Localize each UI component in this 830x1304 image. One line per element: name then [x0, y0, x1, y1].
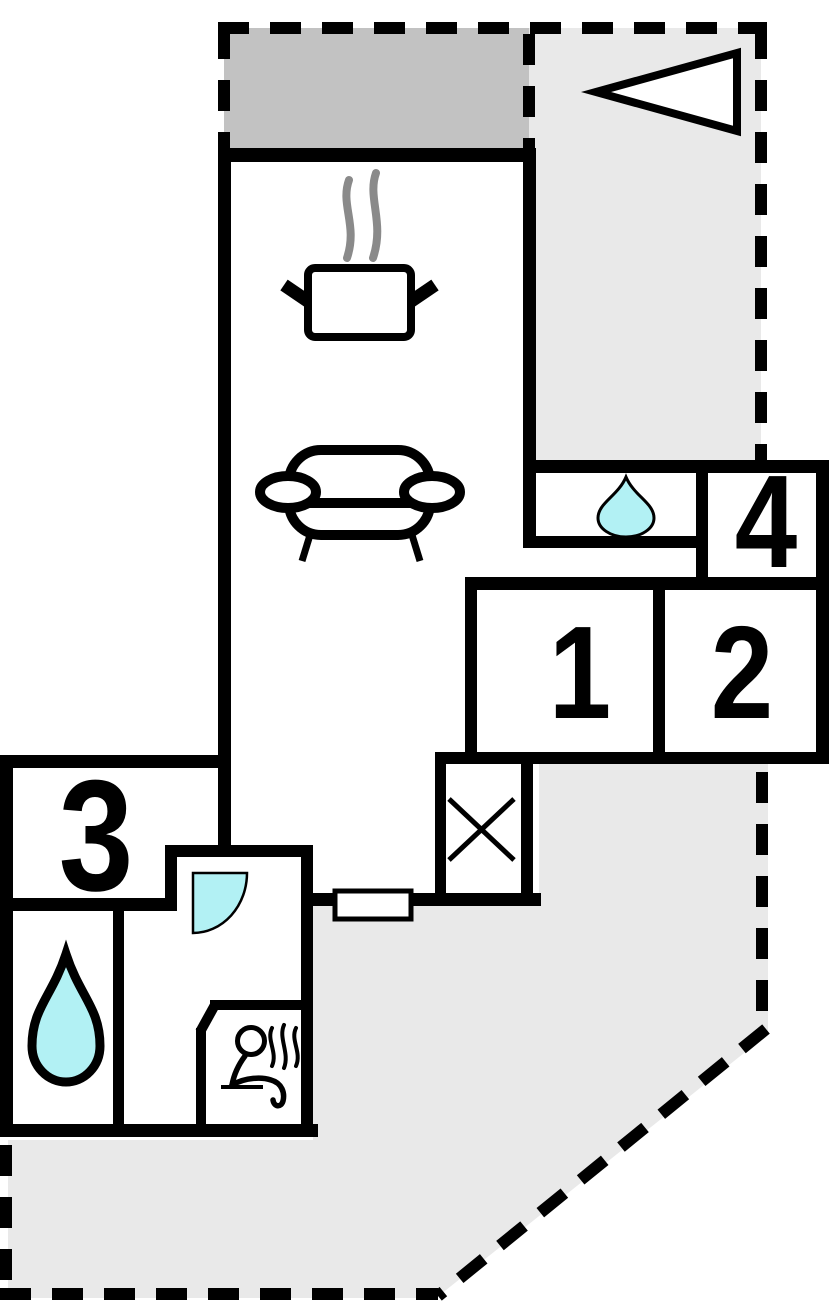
- water-drop-large-icon: [27, 939, 105, 1087]
- wall-hall-right: [301, 845, 313, 1137]
- shower-icon: [191, 871, 249, 935]
- wall-room1-room2-divider: [653, 577, 665, 764]
- lower-terrace-area: [8, 764, 768, 1298]
- room-4-label: 4: [735, 447, 797, 595]
- wall-top: [218, 148, 536, 162]
- wall-hall-left-step: [165, 845, 177, 911]
- wall-rooms-bottom: [435, 752, 829, 764]
- wall-room3-bottom: [0, 898, 177, 911]
- wall-bath-bottom: [523, 536, 708, 548]
- steaming-pot-icon: [280, 169, 439, 341]
- north-arrow-icon: [580, 47, 741, 137]
- room-1-label: 1: [549, 598, 611, 746]
- wall-outer-left: [0, 755, 13, 1137]
- wall-left-living: [218, 148, 231, 853]
- room-2-label: 2: [711, 598, 773, 746]
- wall-room4-left: [696, 460, 708, 590]
- wall-room1-left: [465, 577, 477, 764]
- wall-sauna-diagonal: [195, 1000, 221, 1035]
- wall-wardrobe-right: [521, 752, 533, 906]
- wall-sauna-left: [196, 1028, 206, 1137]
- room-3-label: 3: [59, 748, 134, 925]
- window-opening: [332, 888, 414, 922]
- wall-outer-bottom: [0, 1124, 318, 1137]
- wall-top-bath4: [523, 460, 829, 473]
- wall-wardrobe-left: [435, 752, 446, 906]
- terrace-border-diagonal: [434, 1024, 770, 1301]
- sofa-icon: [255, 445, 465, 563]
- wall-right-living: [523, 148, 536, 548]
- sauna-person-icon: [221, 1023, 300, 1109]
- covered-terrace-area: [224, 28, 529, 148]
- wall-rooms-top: [465, 577, 829, 590]
- wall-right-outer: [816, 460, 829, 764]
- wall-room3-top: [0, 755, 231, 768]
- wall-bath-hall-divider: [113, 898, 124, 1137]
- water-drop-small-icon: [596, 473, 656, 539]
- wall-hall-top: [165, 845, 313, 857]
- wardrobe-x-icon: [447, 797, 516, 862]
- wall-sauna-top: [210, 1000, 313, 1010]
